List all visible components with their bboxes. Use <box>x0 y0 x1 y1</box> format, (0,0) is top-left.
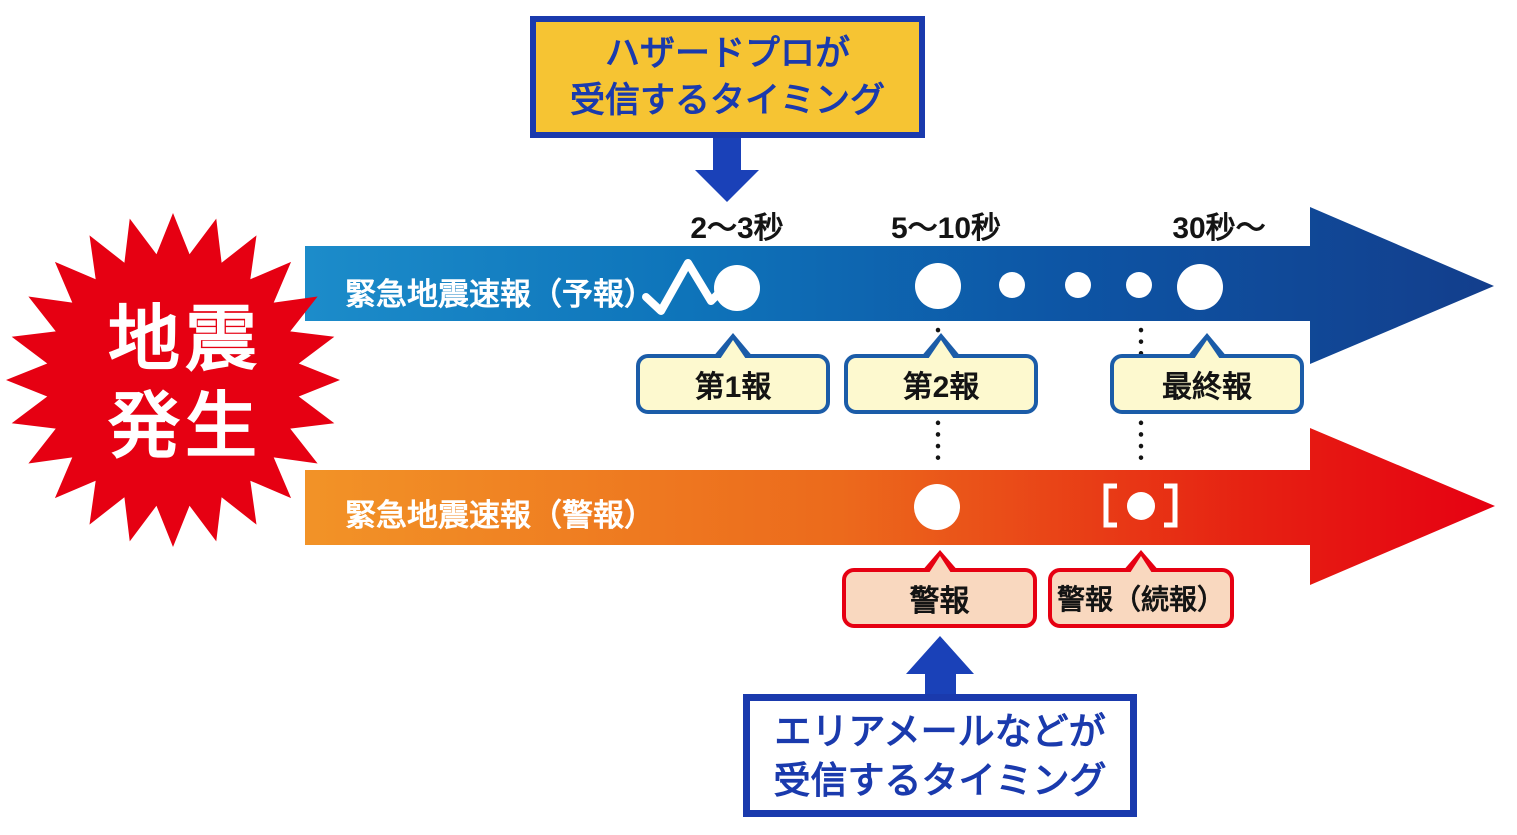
forecast-band-label: 緊急地震速報（予報） <box>345 277 655 312</box>
earthquake-label-line2: 発生 <box>107 387 262 467</box>
callout-warning-update-label: 警報（続報） <box>1056 584 1225 615</box>
hazard-pro-timing-box: ハザードプロが 受信するタイミング <box>530 16 925 138</box>
time-label-30s: 30秒〜 <box>1172 212 1266 245</box>
hazard-pro-timing-line2: 受信するタイミング <box>569 81 885 120</box>
final-report-marker-dot <box>1177 264 1223 310</box>
callout-report1-pointer <box>712 333 754 362</box>
up-arrow-icon <box>906 636 974 695</box>
callout-final-report: 最終報 <box>1110 333 1304 414</box>
earthquake-label-line1: 地震 <box>107 300 262 380</box>
report1-marker-dot <box>714 265 760 311</box>
update-marker-dot-3 <box>1126 272 1152 298</box>
report2-marker-dot <box>915 263 961 309</box>
callout-warning-update: 警報（続報） <box>1048 550 1234 628</box>
earthquake-starburst <box>5 213 340 547</box>
callout-report1-label: 第1報 <box>694 371 772 404</box>
callout-final-report-pointer <box>1186 333 1228 362</box>
update-marker-dot-1 <box>999 272 1025 298</box>
callout-warning-update-pointer <box>1122 550 1160 576</box>
area-mail-timing-box: エリアメールなどが 受信するタイミング <box>743 694 1137 817</box>
forecast-timeline-arrow <box>305 207 1494 364</box>
left-bracket-icon <box>1103 483 1117 528</box>
warning-update-marker-dot <box>1127 492 1155 520</box>
area-mail-timing-line2: 受信するタイミング <box>773 759 1107 801</box>
callout-report2-label: 第2報 <box>902 371 980 404</box>
callout-report2-pointer <box>920 333 962 362</box>
area-mail-timing-line1: エリアメールなどが <box>774 710 1106 752</box>
callout-warning-pointer <box>920 550 959 576</box>
callout-warning: 警報 <box>842 550 1037 628</box>
callout-report2: 第2報 <box>844 333 1038 414</box>
update-marker-dot-2 <box>1065 272 1091 298</box>
time-label-2-3s: 2〜3秒 <box>690 212 784 245</box>
pwave-zigzag-icon <box>642 259 727 315</box>
time-label-5-10s: 5〜10秒 <box>890 212 1002 245</box>
earthquake-occurrence-label: 地震 発生 <box>60 297 310 471</box>
callout-report1: 第1報 <box>636 333 830 414</box>
callout-warning-label: 警報 <box>909 585 970 618</box>
right-bracket-icon <box>1164 483 1178 528</box>
callout-final-report-label: 最終報 <box>1162 371 1252 404</box>
down-arrow-icon <box>695 138 759 202</box>
warning-marker-dot <box>914 484 960 530</box>
hazard-pro-timing-line1: ハザードプロが <box>604 34 850 73</box>
warning-timeline-arrow <box>305 428 1495 585</box>
warning-band-label: 緊急地震速報（警報） <box>345 498 655 533</box>
